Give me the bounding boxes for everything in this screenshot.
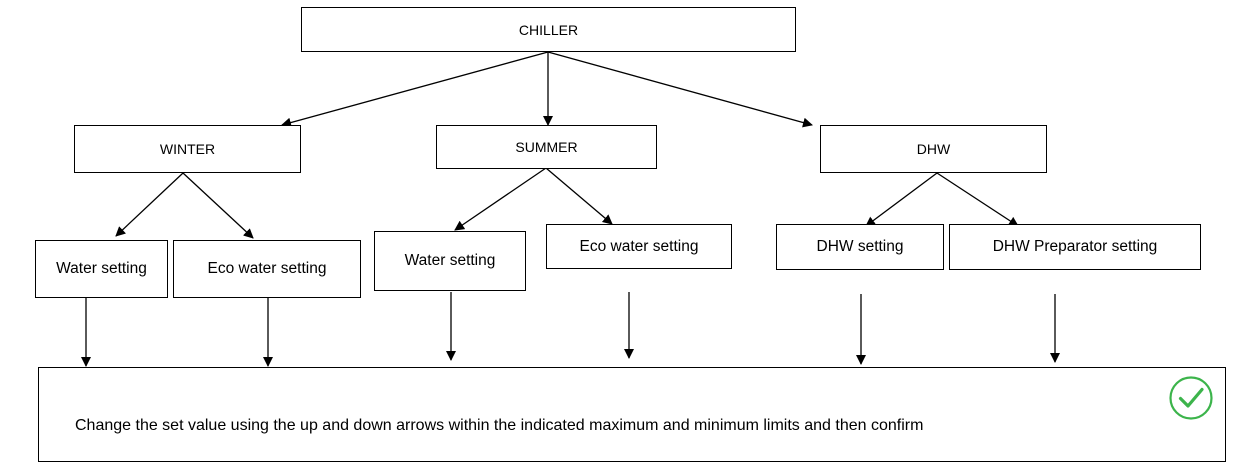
node-winter: WINTER bbox=[74, 125, 301, 173]
node-dhw-setting: DHW setting bbox=[776, 224, 944, 270]
node-chiller: CHILLER bbox=[301, 7, 796, 52]
arrow-summer-to-water bbox=[454, 167, 547, 231]
node-summer-eco-water-setting: Eco water setting bbox=[546, 224, 732, 269]
arrow-dhw-to-preparator bbox=[936, 172, 1019, 227]
arrow-winter-to-water bbox=[115, 172, 184, 237]
node-winter-water-setting: Water setting bbox=[35, 240, 168, 298]
arrow-winter-to-eco bbox=[182, 172, 254, 239]
check-circle-icon bbox=[1169, 376, 1213, 420]
arrow-chiller-to-winter bbox=[281, 51, 549, 128]
arrow-dhw-to-setting bbox=[865, 172, 938, 227]
arrow-summer-to-eco bbox=[545, 167, 613, 225]
arrow-chiller-to-dhw bbox=[547, 51, 813, 128]
instruction-text: Change the set value using the up and do… bbox=[75, 416, 924, 434]
node-summer: SUMMER bbox=[436, 125, 657, 169]
instruction-box: Change the set value using the up and do… bbox=[38, 367, 1226, 462]
node-winter-eco-water-setting: Eco water setting bbox=[173, 240, 361, 298]
node-dhw-preparator-setting: DHW Preparator setting bbox=[949, 224, 1201, 270]
node-summer-water-setting: Water setting bbox=[374, 231, 526, 291]
node-dhw: DHW bbox=[820, 125, 1047, 173]
